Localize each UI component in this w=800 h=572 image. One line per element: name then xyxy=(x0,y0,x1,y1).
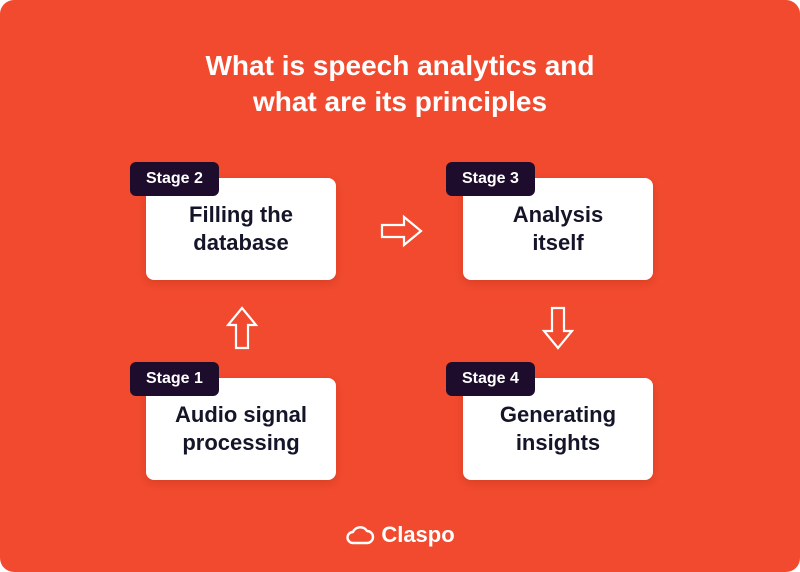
stage-4-badge: Stage 4 xyxy=(446,362,535,396)
stage-3-card: Analysis itself xyxy=(463,178,653,280)
stage-2-card: Filling the database xyxy=(146,178,336,280)
stage-1-badge: Stage 1 xyxy=(130,362,219,396)
stage-1-text-line-1: Audio signal xyxy=(175,402,307,427)
stage-3-text-line-2: itself xyxy=(532,230,584,255)
stage-3-text-line-1: Analysis xyxy=(512,202,604,227)
arrow-up-icon xyxy=(226,306,258,350)
stage-3-badge: Stage 3 xyxy=(446,162,535,196)
stage-4-text-line-2: insights xyxy=(515,430,601,455)
arrow-down-icon xyxy=(542,306,574,350)
stage-2-badge: Stage 2 xyxy=(130,162,219,196)
title-line-2: what are its principles xyxy=(252,86,548,117)
diagram-title: What is speech analytics and what are it… xyxy=(0,48,800,120)
stage-1-text-line-2: processing xyxy=(182,430,300,455)
brand-name: Claspo xyxy=(381,522,455,547)
arrow-right-icon xyxy=(380,214,423,248)
stage-2-text-line-1: Filling the xyxy=(189,202,293,227)
stage-4-text-line-1: Generating xyxy=(499,402,617,427)
cloud-icon xyxy=(346,526,375,545)
brand-logo: Claspo xyxy=(0,522,800,548)
stage-2-text-line-2: database xyxy=(193,230,289,255)
title-line-1: What is speech analytics and xyxy=(205,50,595,81)
